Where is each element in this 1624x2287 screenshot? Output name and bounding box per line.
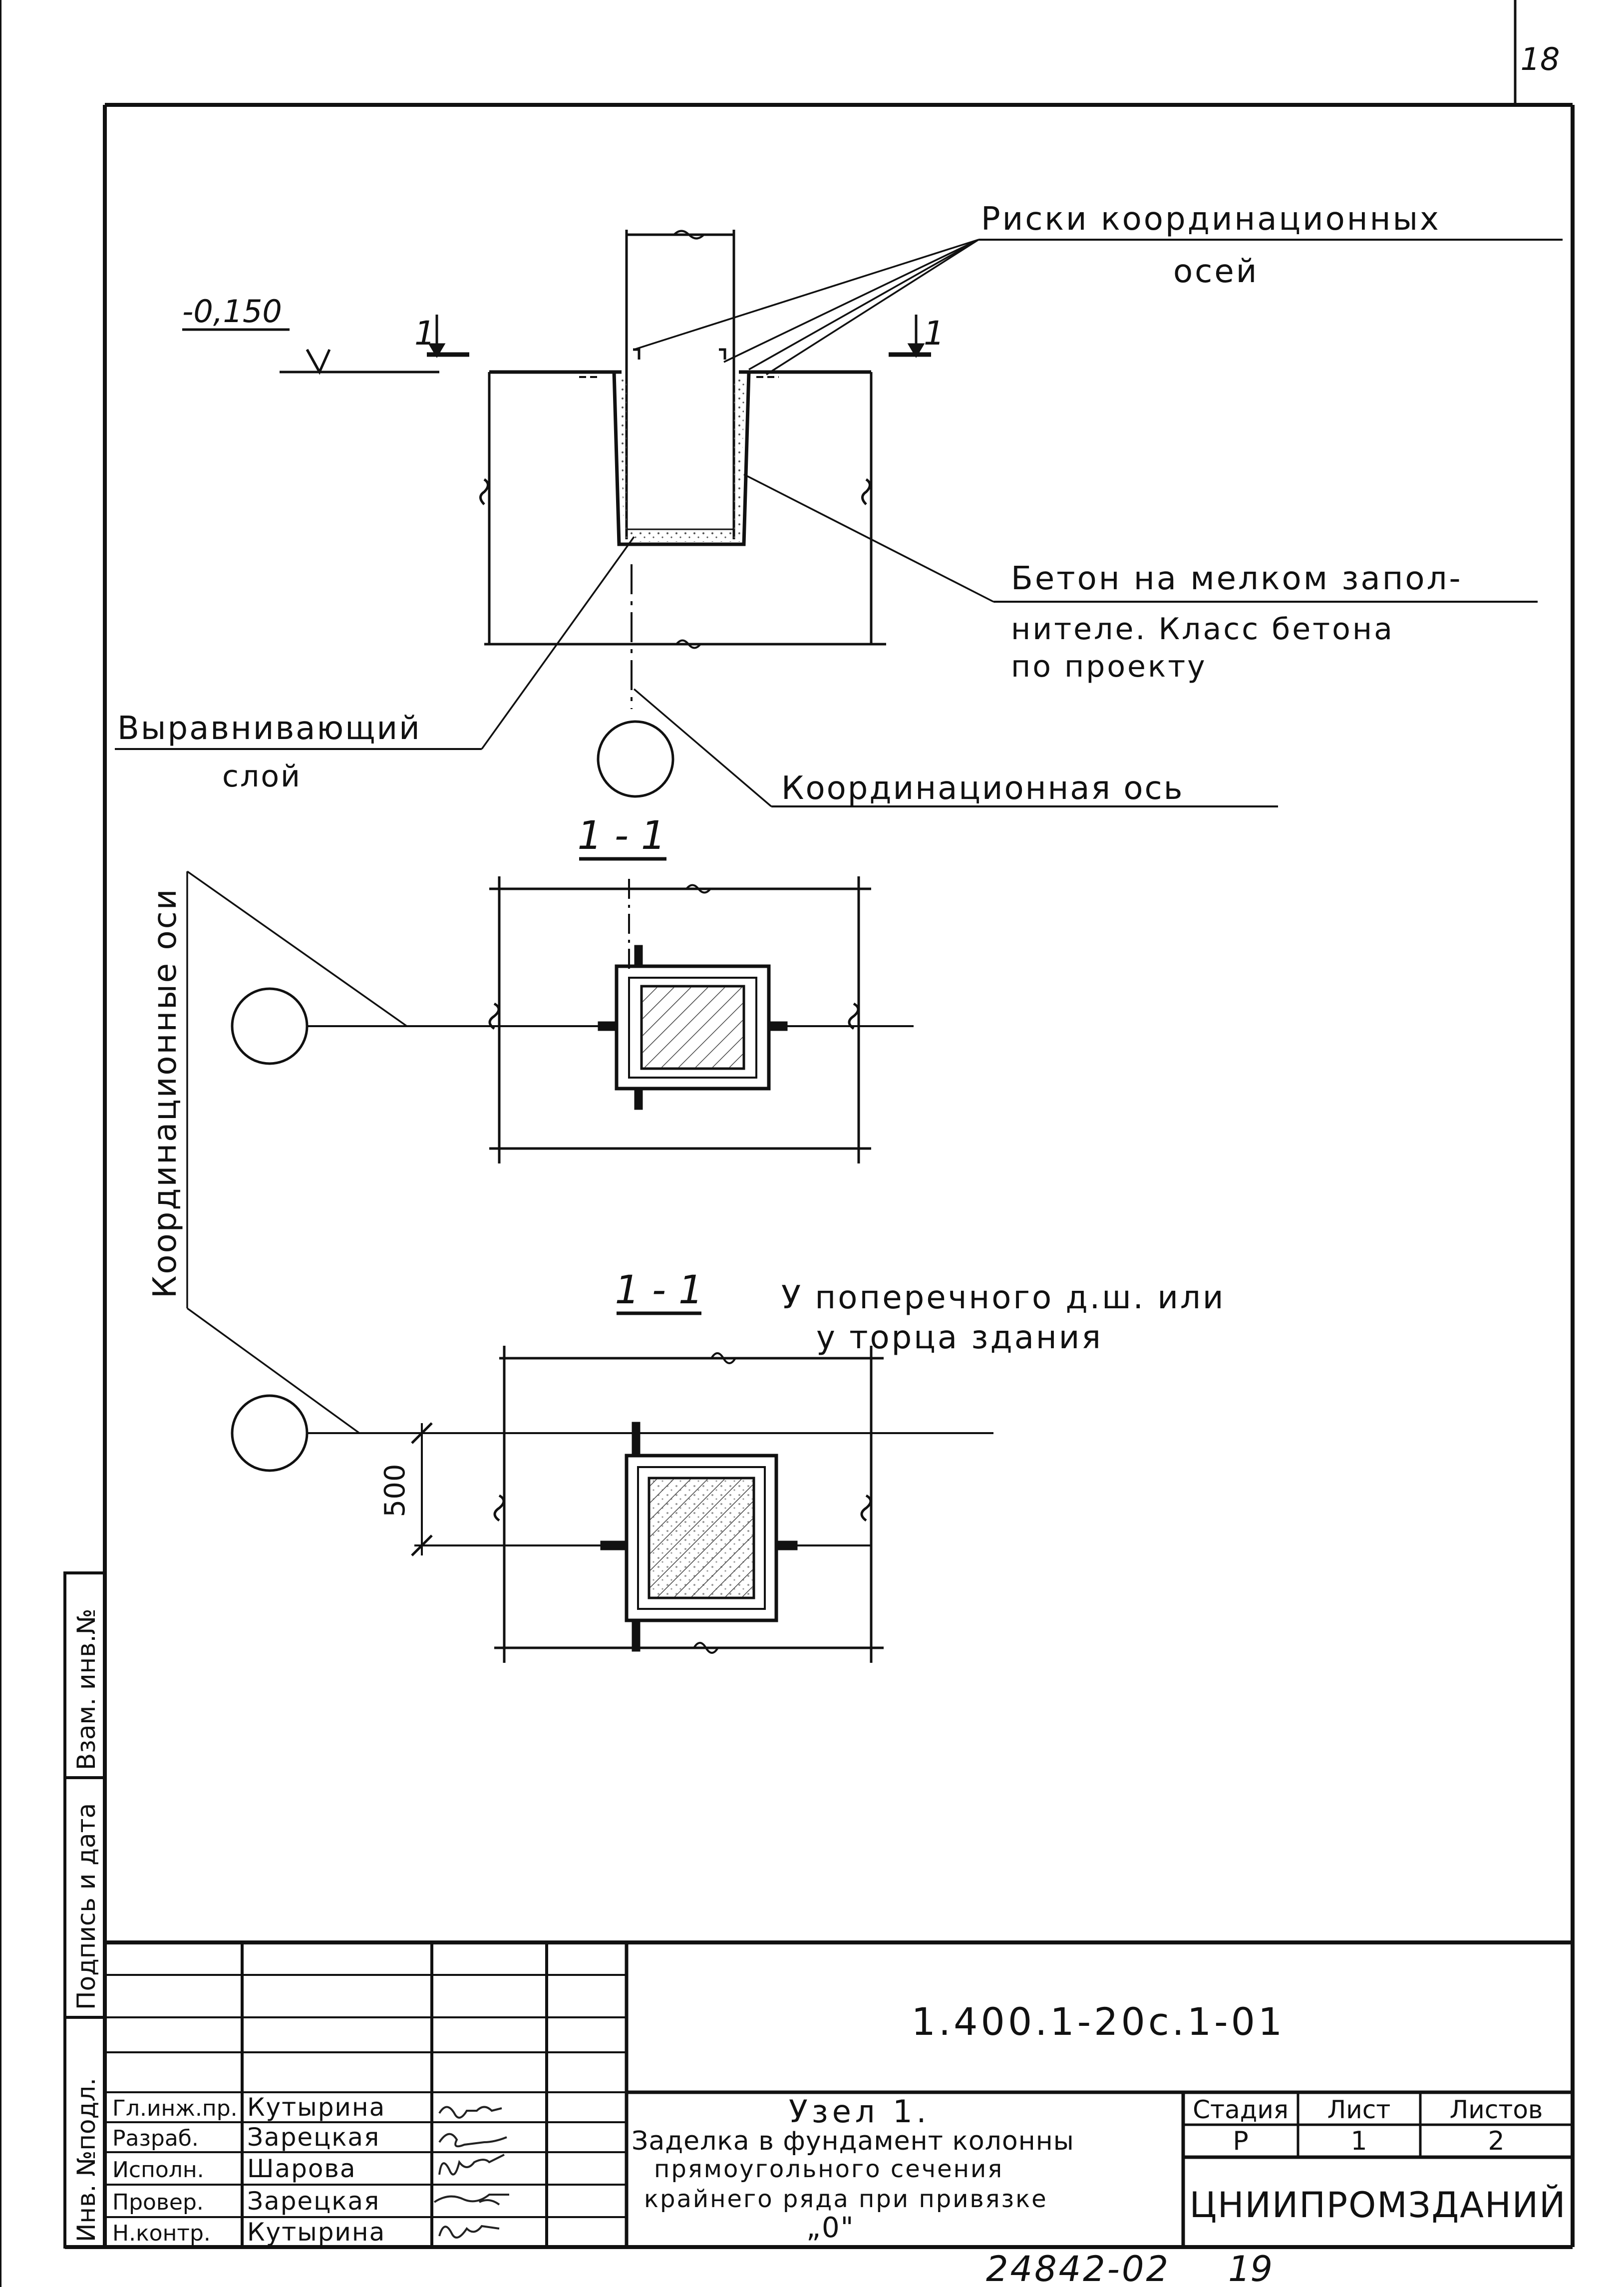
role-label: Н.контр. — [112, 2221, 211, 2246]
section-title-1: 1 - 1 — [578, 813, 666, 858]
title-line5: „0" — [806, 2212, 854, 2244]
footer-number: 19 — [1228, 2249, 1273, 2287]
role-name: Зарецкая — [247, 2187, 380, 2216]
coord-axis-label: Координационная ось — [781, 770, 1184, 807]
stamp-inv-podl: Инв. №подл. — [72, 2078, 101, 2242]
stage-value: Р — [1233, 2126, 1248, 2156]
socket-concrete-fill — [619, 380, 745, 542]
leveling-label-line2: слой — [222, 759, 302, 794]
stage-header: Стадия — [1193, 2095, 1289, 2124]
role-name: Шарова — [247, 2154, 356, 2183]
sheet-value: 1 — [1350, 2126, 1367, 2156]
doc-code: 1.400.1-20с.1-01 — [912, 1999, 1286, 2044]
role-name: Кутырина — [247, 2218, 385, 2247]
coord-axes-vertical-label: Координационные оси — [147, 888, 184, 1298]
role-label: Разраб. — [112, 2126, 199, 2151]
section-mark-right: 1 — [924, 314, 945, 353]
sheets-header: Листов — [1450, 2095, 1543, 2124]
transverse-label-line1: У поперечного д.ш. или — [781, 1279, 1225, 1316]
stamp-podpis-data: Подпись и дата — [72, 1803, 101, 2010]
dimension-500: 500 — [379, 1464, 411, 1518]
transverse-label-line2: у торца здания — [816, 1319, 1103, 1356]
sheet-border — [0, 0, 1575, 2287]
title-line3: прямоугольного сечения — [654, 2155, 1003, 2183]
sheets-value: 2 — [1488, 2126, 1504, 2156]
page-number: 18 — [1521, 41, 1560, 77]
risks-label-line1: Риски координационных — [981, 201, 1441, 238]
stamp-vzam-inv: Взам. инв.№ — [72, 1608, 101, 1770]
role-label: Гл.инж.пр. — [112, 2096, 238, 2121]
section-mark-arrows — [428, 315, 925, 358]
column-section-hatch-1 — [643, 987, 743, 1068]
footer-code: 24842-02 — [986, 2249, 1170, 2287]
leveling-label-line1: Выравнивающий — [117, 710, 421, 747]
section-plan-1 — [186, 870, 914, 1163]
side-stamp — [63, 1571, 106, 2249]
title-line1: Узел 1. — [789, 2093, 930, 2130]
sheet-header: Лист — [1327, 2095, 1391, 2124]
role-label: Провер. — [112, 2190, 204, 2215]
signatures — [433, 2106, 509, 2239]
concrete-label-line2: нителе. Класс бетона — [1011, 612, 1394, 647]
concrete-label-line1: Бетон на мелком запол- — [1011, 560, 1463, 597]
title-line4: крайнего ряда при привязке — [644, 2185, 1048, 2213]
title-block — [105, 1940, 1573, 2247]
concrete-label-line3: по проекту — [1011, 649, 1207, 684]
section-plan-2 — [231, 1346, 993, 1663]
title-line2: Заделка в фундамент колонны — [632, 2126, 1074, 2156]
role-name: Кутырина — [247, 2093, 385, 2122]
section-mark-left: 1 — [414, 314, 435, 353]
role-label: Исполн. — [112, 2157, 204, 2183]
risks-label-line2: осей — [1173, 253, 1259, 290]
roles-table: Гл.инж.пр. Кутырина Разраб. Зарецкая Исп… — [112, 2093, 385, 2247]
role-name: Зарецкая — [247, 2123, 380, 2152]
elevation-mark: -0,150 — [182, 293, 282, 330]
organization: ЦНИИПРОМЗДАНИЙ — [1190, 2185, 1567, 2226]
section-title-2: 1 - 1 — [615, 1268, 703, 1313]
